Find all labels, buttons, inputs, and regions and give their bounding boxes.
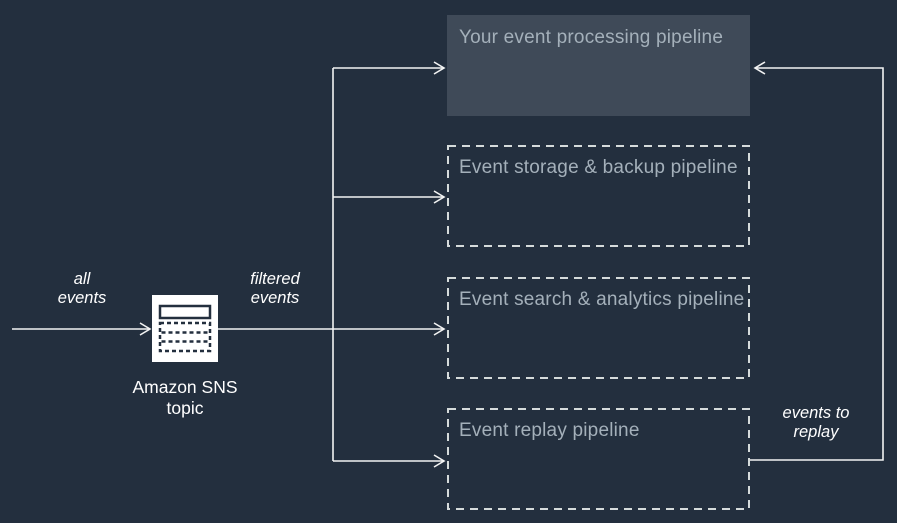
filtered-events-label: filtered events	[250, 270, 300, 307]
storage-pipeline-box	[447, 145, 750, 247]
sns-topic-icon	[152, 295, 218, 362]
storage-pipeline-title: Event storage & backup pipeline	[459, 157, 738, 178]
replay-pipeline-box	[447, 408, 750, 510]
sns-topic-label: Amazon SNS topic	[132, 377, 238, 418]
all-events-label: all events	[57, 270, 107, 307]
replay-pipeline-title: Event replay pipeline	[459, 420, 640, 441]
events-to-replay-label: events to replay	[782, 404, 850, 441]
sns-topic-icon-header	[158, 304, 212, 320]
processing-pipeline-box	[447, 15, 750, 116]
processing-pipeline-title: Your event processing pipeline	[459, 27, 724, 48]
search-pipeline-box	[447, 277, 750, 379]
replay-return-arrow	[750, 61, 884, 461]
search-pipeline-title: Event search & analytics pipeline	[459, 289, 745, 310]
sns-topic-icon-body	[158, 321, 212, 353]
